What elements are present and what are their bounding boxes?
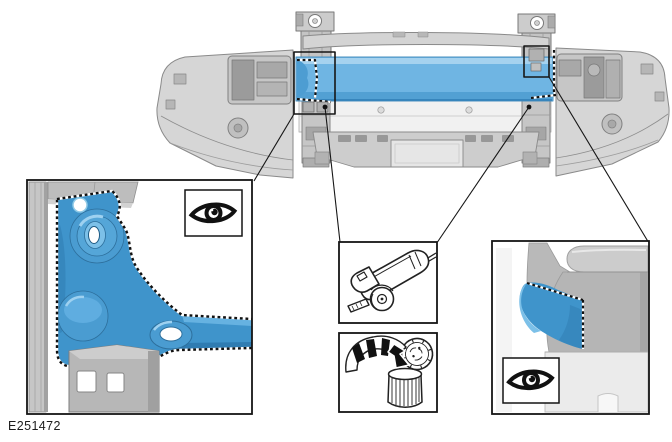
detail-box-right: [491, 240, 650, 415]
lower-gray-bracket: [68, 344, 160, 413]
beam-lower-face: [298, 100, 552, 133]
leader-dot-right: [437, 106, 530, 243]
callout-frame-left: [293, 51, 336, 115]
figure-label: E251472: [8, 419, 61, 433]
tool-symbol-box: [338, 241, 438, 324]
highlighted-corner-patch: [519, 281, 585, 349]
bumper-assembly-overview: [156, 11, 670, 179]
inspect-symbol-box-right: [502, 357, 560, 404]
patch-dotted-outline: [526, 281, 585, 349]
leader-left-callout: [253, 113, 295, 182]
callout-frame-right: [523, 45, 550, 78]
bumper-left-fascia: [156, 49, 294, 179]
detail-box-left: [26, 179, 253, 415]
connector-lines: [253, 76, 649, 243]
upper-crossbar: [302, 31, 550, 50]
leader-dot-left: [324, 106, 341, 243]
discard-symbol-box: [338, 332, 438, 413]
lower-valance: [312, 131, 540, 168]
bumper-right-fascia: [555, 47, 670, 177]
inspect-symbol-box-left: [184, 189, 243, 237]
leader-right-callout: [548, 76, 649, 242]
electric-cutter-icon: [347, 249, 437, 313]
highlighted-bracket: [55, 189, 253, 368]
retainer-clips: [302, 48, 545, 113]
crossmember-highlight-beam: [295, 49, 557, 104]
discard-part-icon: [345, 335, 434, 408]
